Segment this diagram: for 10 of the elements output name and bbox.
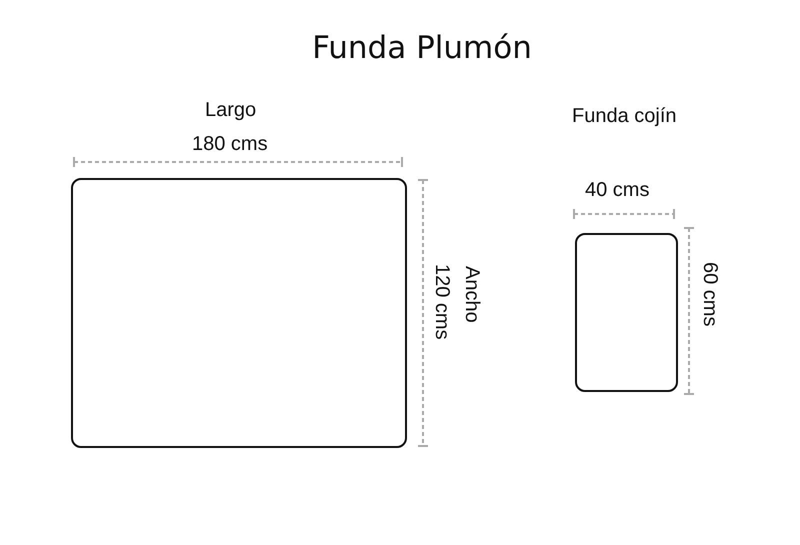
rectangle-outline xyxy=(575,233,678,392)
dimension-label: 180 cms xyxy=(192,133,268,156)
rectangle-outline xyxy=(71,178,407,448)
vertical-label: 60 cms xyxy=(698,262,721,326)
dimension-label: 40 cms xyxy=(585,179,650,202)
dimension-label: Largo xyxy=(205,99,256,122)
vertical-label: 120 cms xyxy=(430,264,453,340)
dimension-label: Funda cojín xyxy=(572,105,677,128)
title: Funda Plumón xyxy=(312,30,532,66)
vertical-label: Ancho xyxy=(460,266,483,323)
